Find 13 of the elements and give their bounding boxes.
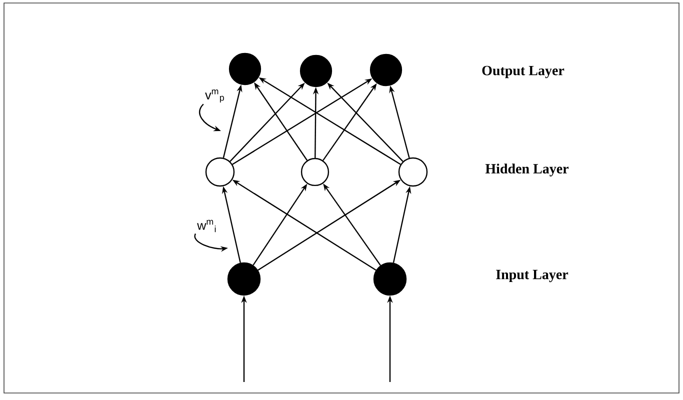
neuron-circle bbox=[227, 262, 261, 296]
layer-label: Hidden Layer bbox=[485, 164, 568, 176]
layer-label: Output Layer bbox=[482, 66, 564, 78]
neuron-circle bbox=[300, 54, 332, 88]
neuron-circle bbox=[373, 262, 407, 296]
weight-label: v$^{m}$p bbox=[205, 89, 224, 103]
neuron-circle bbox=[300, 158, 330, 186]
weight-label: w$^{m}$i bbox=[197, 220, 216, 232]
neuron-circle bbox=[228, 52, 262, 86]
layer-label: Input Layer bbox=[496, 270, 568, 282]
neuron-circle bbox=[398, 157, 428, 187]
neuron-circle bbox=[370, 54, 402, 86]
neuron-circle bbox=[205, 157, 235, 187]
